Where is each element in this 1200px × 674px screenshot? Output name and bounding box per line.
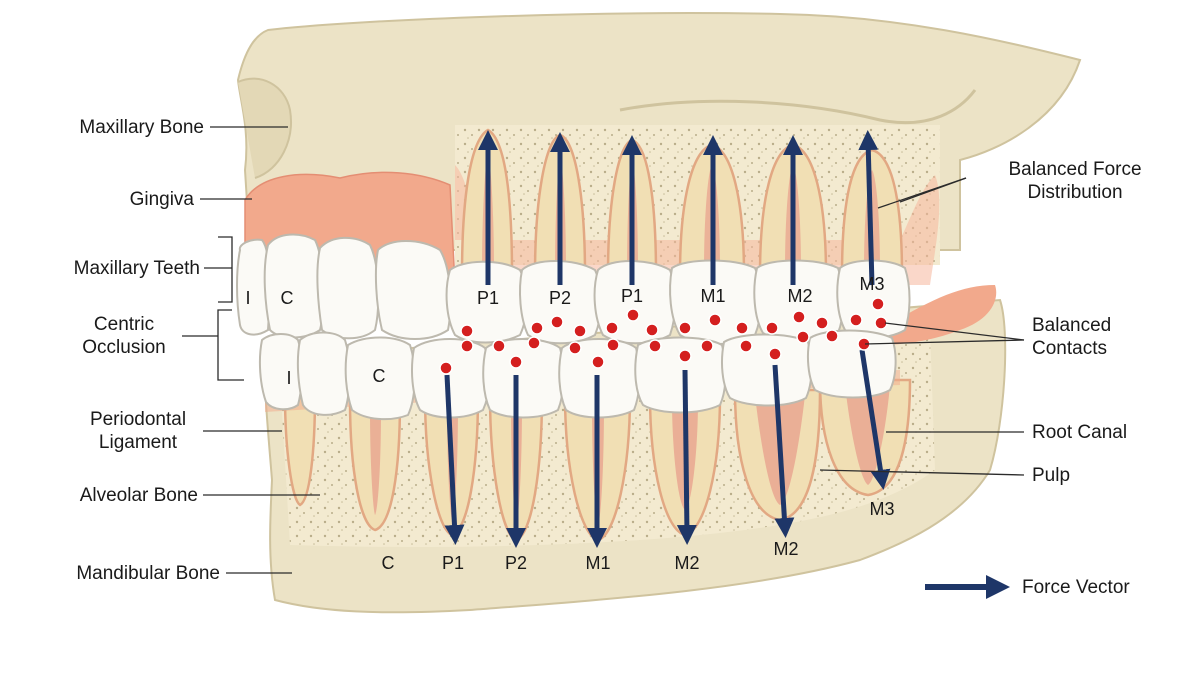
upper-teeth-label-1: C <box>281 288 294 308</box>
label-maxillary-bone: Maxillary Bone <box>79 117 204 138</box>
upper-teeth-label-7: M3 <box>859 274 884 294</box>
lower-teeth-bottom-label-1: P1 <box>442 553 464 573</box>
label-balanced-force-distribution: Balanced Force Distribution <box>980 158 1170 204</box>
label-centric-occlusion-line1: Centric <box>93 314 155 335</box>
lower-teeth-bottom-label-4: M2 <box>674 553 699 573</box>
label-centric-occlusion: Centric Occlusion <box>64 313 184 359</box>
label-gingiva: Gingiva <box>129 189 194 210</box>
upper-crowns <box>236 233 911 345</box>
label-maxillary-teeth: Maxillary Teeth <box>73 258 200 279</box>
lower-teeth-bottom-label-0: C <box>382 553 395 573</box>
label-force-vector: Force Vector <box>1022 577 1130 598</box>
label-balanced-contacts-line2: Contacts <box>1032 338 1107 359</box>
label-centric-occlusion-line2: Occlusion <box>82 337 166 358</box>
lower-teeth-bottom-label-3: M1 <box>585 553 610 573</box>
force-vectors <box>444 130 891 548</box>
label-pulp: Pulp <box>1032 465 1071 486</box>
label-balanced-force-line2: Distribution <box>1027 182 1123 203</box>
label-balanced-contacts: Balanced Contacts <box>1032 314 1162 360</box>
leader-lines <box>182 126 1025 574</box>
upper-teeth-label-0: I <box>245 288 250 308</box>
force-vector-up-m3 <box>858 130 879 286</box>
upper-teeth-label-2: P1 <box>477 288 499 308</box>
upper-teeth-label-3: P2 <box>549 288 571 308</box>
force-vector-down-m3 <box>859 349 891 490</box>
label-periodontal-line1: Periodontal <box>89 409 187 430</box>
upper-teeth-label-4: P1 <box>621 286 643 306</box>
upper-teeth-label-6: M2 <box>787 286 812 306</box>
label-root-canal: Root Canal <box>1032 422 1128 443</box>
contact-points <box>439 297 888 375</box>
force-vector-down-m2b <box>772 364 795 538</box>
label-mandibular-bone: Mandibular Bone <box>76 563 220 584</box>
force-vector-down-p1 <box>444 374 465 545</box>
label-balanced-force-line1: Balanced Force <box>1008 159 1142 180</box>
label-balanced-contacts-line1: Balanced <box>1032 315 1112 336</box>
upper-teeth-label-5: M1 <box>700 286 725 306</box>
label-periodontal-line2: Ligament <box>98 432 178 453</box>
lower-teeth-bottom-label-5: M2 <box>773 539 798 559</box>
lower-teeth-bottom-label-2: P2 <box>505 553 527 573</box>
lower-teeth-crown-label-1: C <box>373 366 386 386</box>
force-vector-down-m2 <box>676 369 697 545</box>
lower-teeth-crown-label-0: I <box>286 368 291 388</box>
lower-teeth-bottom-label-6: M3 <box>869 499 894 519</box>
label-alveolar-bone: Alveolar Bone <box>79 485 198 506</box>
label-periodontal-ligament: Periodontal Ligament <box>75 408 201 454</box>
lower-roots <box>283 378 912 542</box>
